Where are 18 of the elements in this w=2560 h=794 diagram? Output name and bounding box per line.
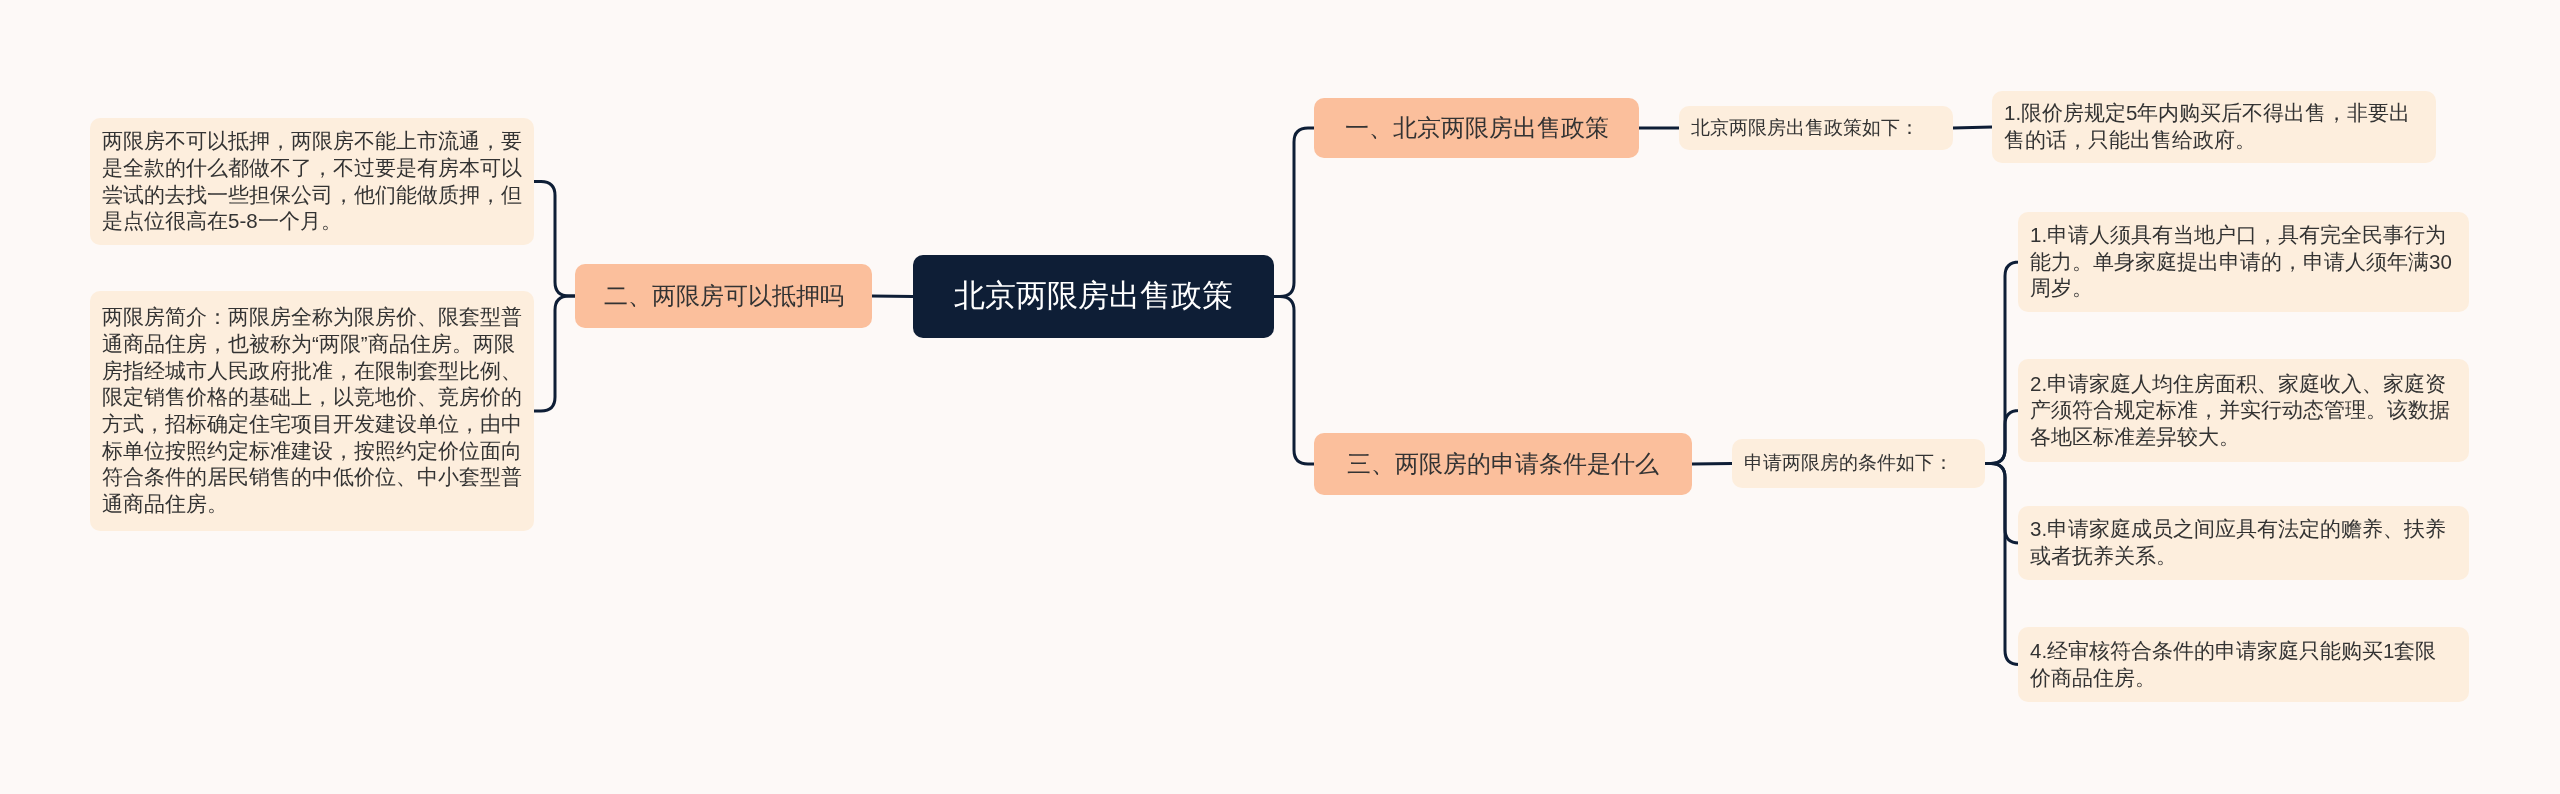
note-box: 3.申请家庭成员之间应具有法定的赡养、扶养或者抚养关系。 [2018, 506, 2469, 580]
note-box: 1.限价房规定5年内购买后不得出售，非要出售的话，只能出售给政府。 [1992, 91, 2436, 163]
central-topic-box: 北京两限房出售政策 [913, 255, 1274, 338]
connector-line [534, 294, 575, 413]
subtopic-box: 北京两限房出售政策如下： [1679, 106, 1953, 150]
note-box: 2.申请家庭人均住房面积、家庭收入、家庭资产须符合规定标准，并实行动态管理。该数据各地区标准差异较大。 [2018, 359, 2469, 462]
connector-line [1639, 126, 1679, 130]
note-box: 两限房简介：两限房全称为限房价、限套型普通商品住房，也被称为“两限”商品住房。两限房指经城市人民政府批准，在限制套型比例、限定销售价格的基础上，以竞地价、竞房价的方式，招标确定住宅项目开发建设单位，由中标单位按照约定标准建设，按照约定价位面向符合条件的居民销售的中低价位、中小套型普通商品住房。 [90, 291, 534, 531]
note-box: 两限房不可以抵押，两限房不能上市流通，要是全款的什么都做不了，不过要是有房本可以尝试的去找一些担保公司，他们能做质押，但是点位很高在5-8一个月。 [90, 118, 534, 245]
note-box: 4.经审核符合条件的申请家庭只能购买1套限价商品住房。 [2018, 627, 2469, 702]
topic-box: 二、两限房可以抵押吗 [575, 264, 872, 328]
note-box: 1.申请人须具有当地户口，具有完全民事行为能力。单身家庭提出申请的，申请人须年满30周岁。 [2018, 212, 2469, 312]
subtopic-box: 申请两限房的条件如下： [1732, 439, 1985, 488]
connector-line [1691, 462, 1733, 466]
connector-line [1952, 125, 1993, 130]
connector-line [871, 294, 914, 298]
topic-box: 三、两限房的申请条件是什么 [1314, 433, 1692, 495]
topic-box: 一、北京两限房出售政策 [1314, 98, 1639, 158]
